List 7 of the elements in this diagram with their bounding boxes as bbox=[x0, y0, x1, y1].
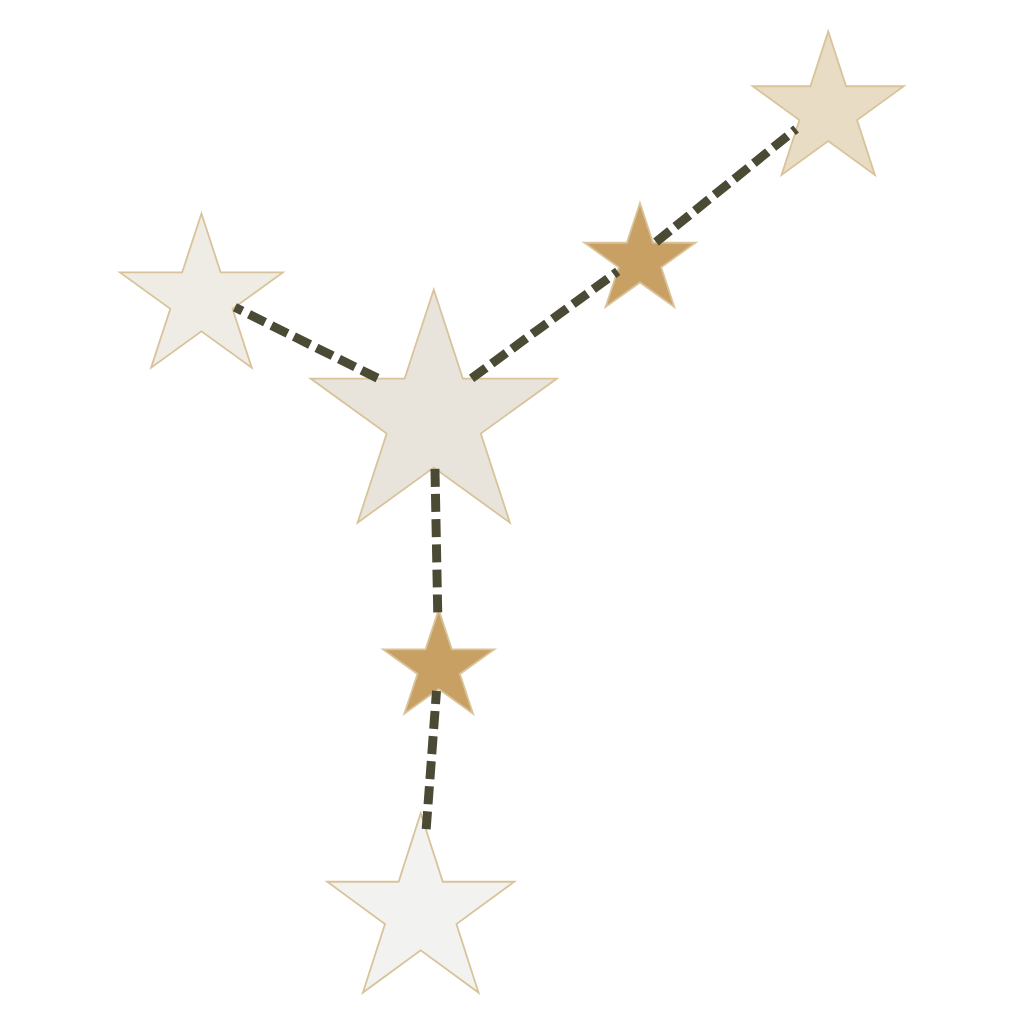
node-star bbox=[581, 200, 699, 310]
connector bbox=[468, 267, 621, 382]
node-star bbox=[307, 286, 560, 525]
node-star bbox=[380, 606, 498, 716]
node-star bbox=[324, 810, 517, 995]
node-star bbox=[117, 210, 286, 371]
node-star bbox=[749, 28, 907, 178]
